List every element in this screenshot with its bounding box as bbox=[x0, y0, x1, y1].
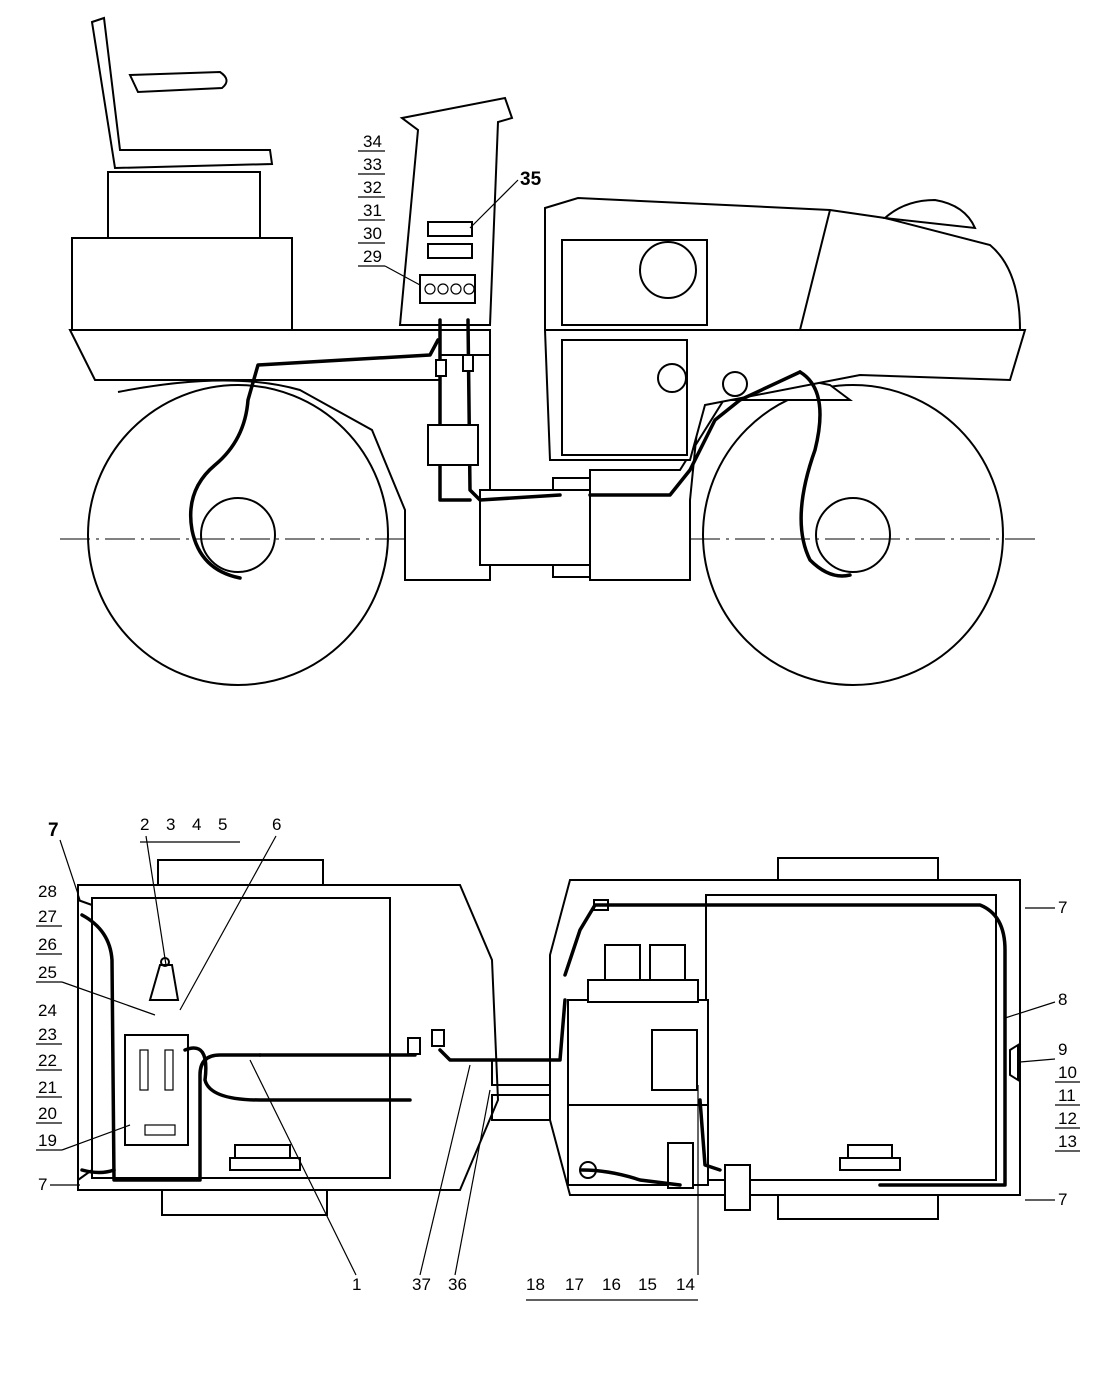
label-7-right-bottom: 7 bbox=[1058, 1190, 1067, 1209]
gauge bbox=[657, 363, 687, 393]
label-18: 18 bbox=[526, 1275, 545, 1294]
hood-panel bbox=[561, 239, 708, 326]
label-7-right-top: 7 bbox=[1058, 898, 1067, 917]
seat-pedestal bbox=[107, 171, 261, 239]
front-drum-bottom bbox=[777, 1194, 939, 1220]
label-31: 31 bbox=[363, 201, 382, 220]
label-29: 29 bbox=[363, 247, 382, 266]
front-lamp bbox=[1009, 1043, 1019, 1082]
front-body bbox=[543, 329, 1027, 461]
label-7-bottom-left: 7 bbox=[38, 1175, 47, 1194]
label-34: 34 bbox=[363, 132, 382, 151]
label-23: 23 bbox=[38, 1025, 57, 1044]
rear-frame bbox=[117, 329, 491, 581]
front-drum bbox=[702, 384, 1004, 686]
label-4: 4 bbox=[192, 815, 201, 834]
front-light-mount bbox=[722, 371, 748, 397]
label-11: 11 bbox=[1058, 1086, 1076, 1105]
joint-pin bbox=[552, 564, 594, 578]
front-drum-hub bbox=[815, 497, 891, 573]
seat-armrest bbox=[128, 70, 228, 94]
label-22: 22 bbox=[38, 1051, 57, 1070]
label-28: 28 bbox=[38, 882, 57, 901]
label-3: 3 bbox=[166, 815, 175, 834]
label-32: 32 bbox=[363, 178, 382, 197]
label-group-top: 7 2 3 4 5 6 bbox=[48, 815, 281, 1011]
label-13: 13 bbox=[1058, 1132, 1077, 1151]
steering-lever bbox=[148, 964, 180, 1001]
rear-drum bbox=[87, 384, 389, 686]
label-26: 26 bbox=[38, 935, 57, 954]
tank-cap bbox=[882, 198, 977, 230]
steering-column bbox=[398, 96, 514, 326]
label-15: 15 bbox=[638, 1275, 657, 1294]
label-21: 21 bbox=[38, 1078, 57, 1097]
label-30: 30 bbox=[363, 224, 382, 243]
label-27: 27 bbox=[38, 907, 57, 926]
label-7-top: 7 bbox=[48, 820, 59, 841]
label-25: 25 bbox=[38, 963, 57, 982]
label-37: 37 bbox=[412, 1275, 431, 1294]
seat-back bbox=[90, 16, 274, 170]
relay-box bbox=[427, 424, 479, 466]
label-2: 2 bbox=[140, 815, 149, 834]
label-12: 12 bbox=[1058, 1109, 1077, 1128]
rear-drum-top bbox=[157, 859, 324, 886]
label-1: 1 bbox=[352, 1275, 361, 1294]
label-33: 33 bbox=[363, 155, 382, 174]
control-panel-19 bbox=[124, 1034, 189, 1146]
side-view: 34 33 32 31 30 29 35 bbox=[60, 16, 1040, 686]
label-35: 35 bbox=[520, 169, 542, 190]
seat-box bbox=[71, 237, 293, 331]
label-6: 6 bbox=[272, 815, 281, 834]
label-group-right: 7 8 9 10 11 12 13 7 bbox=[1004, 898, 1080, 1209]
label-14: 14 bbox=[676, 1275, 695, 1294]
hood-vent bbox=[639, 241, 697, 299]
label-5: 5 bbox=[218, 815, 227, 834]
label-stack-side: 34 33 32 31 30 29 35 bbox=[358, 132, 542, 286]
front-frame bbox=[589, 373, 853, 581]
top-view: 28 27 26 25 24 23 22 21 20 19 7 2 3 bbox=[36, 815, 1080, 1301]
label-19: 19 bbox=[38, 1131, 57, 1150]
label-20: 20 bbox=[38, 1104, 57, 1123]
articulation-joint bbox=[479, 489, 596, 566]
label-9: 9 bbox=[1058, 1040, 1067, 1059]
rear-drum-bottom bbox=[161, 1189, 328, 1216]
label-36: 36 bbox=[448, 1275, 467, 1294]
label-24: 24 bbox=[38, 1001, 57, 1020]
label-stack-left: 28 27 26 25 24 23 22 21 20 19 bbox=[36, 882, 156, 1151]
label-17: 17 bbox=[565, 1275, 584, 1294]
joint-pin-top bbox=[552, 477, 594, 491]
front-drum-top bbox=[777, 857, 939, 881]
indicator-35 bbox=[427, 221, 473, 237]
label-group-bottom-right: 18 17 16 15 14 bbox=[526, 1085, 699, 1301]
indicator-lamp bbox=[427, 243, 473, 259]
label-16: 16 bbox=[602, 1275, 621, 1294]
rear-drum-hub bbox=[200, 497, 276, 573]
battery bbox=[651, 1029, 698, 1091]
label-10: 10 bbox=[1058, 1063, 1077, 1082]
label-group-bottom-left: 7 1 37 36 bbox=[38, 1059, 491, 1294]
label-8: 8 bbox=[1058, 990, 1067, 1009]
